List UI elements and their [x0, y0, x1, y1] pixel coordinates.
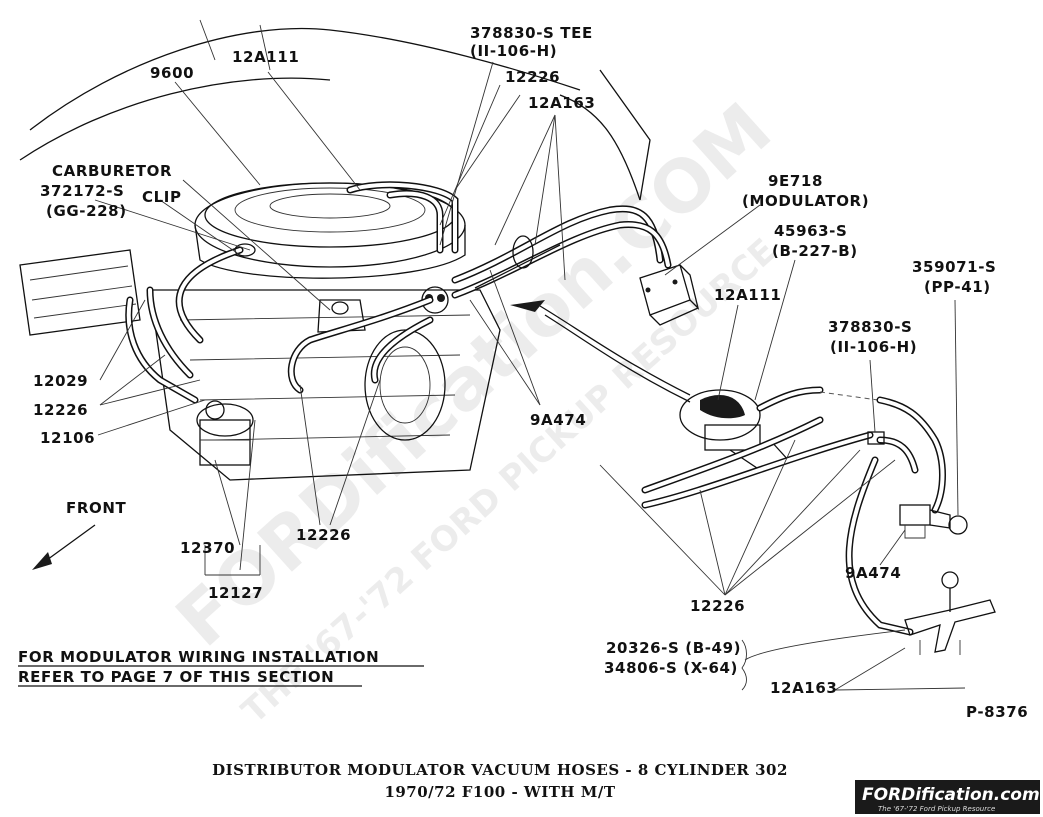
label-modulator-part: 9E718 — [768, 172, 823, 190]
label-hose-12a163-top: 12A163 — [528, 94, 595, 112]
label-hose-12226-left: 12226 — [33, 401, 88, 419]
label-clip-code: (GG-228) — [46, 202, 127, 220]
label-carburetor: CARBURETOR — [52, 162, 172, 180]
label-tee-right-code: (II-106-H) — [830, 338, 917, 356]
note-line-2: REFER TO PAGE 7 OF THIS SECTION — [18, 668, 334, 686]
label-screw-part-1: 20326-S (B-49) — [606, 639, 741, 657]
label-tee-right-part: 378830-S — [828, 318, 912, 336]
label-hose-12a111-top: 12A111 — [232, 48, 299, 66]
label-clip-part: 372172-S — [40, 182, 124, 200]
front-arrow — [32, 524, 96, 570]
detail-drawing — [641, 386, 996, 655]
label-hose-12226-bottom: 12226 — [296, 526, 351, 544]
label-valve-9a474-right: 9A474 — [845, 564, 901, 582]
note-line-1: FOR MODULATOR WIRING INSTALLATION — [18, 648, 379, 666]
label-valve-9a474-mid: 9A474 — [530, 411, 586, 429]
label-hose-12226-top: 12226 — [505, 68, 560, 86]
label-screw-part-2: 34806-S (X-64) — [604, 659, 738, 677]
watermark-main: FORDification.COM — [160, 86, 787, 662]
label-brace — [741, 639, 747, 691]
modulator-top — [639, 264, 700, 326]
label-hose-12029: 12029 — [33, 372, 88, 390]
label-switch-code: (PP-41) — [924, 278, 991, 296]
label-tee-part: 378830-S TEE — [470, 24, 593, 42]
label-part-9600: 9600 — [150, 64, 194, 82]
label-figure-number: P-8376 — [966, 703, 1028, 721]
logo-name: FORDification.com — [862, 785, 1040, 805]
label-hose-12226-right: 12226 — [690, 597, 745, 615]
logo-background — [855, 780, 1040, 814]
detail-arrow — [510, 300, 691, 403]
label-switch-part: 359071-S — [912, 258, 996, 276]
engine-drawing — [19, 19, 651, 481]
engine-hoses — [125, 181, 672, 404]
logo-tagline: The '67-'72 Ford Pickup Resource — [878, 805, 995, 813]
diagram-title: DISTRIBUTOR MODULATOR VACUUM HOSES - 8 C… — [212, 761, 788, 801]
title-line-2: 1970/72 F100 - WITH M/T — [384, 783, 615, 801]
label-hose-12a163-right: 12A163 — [770, 679, 837, 697]
part-labels: 378830-S TEE (II-106-H) 12226 12A163 12A… — [33, 24, 1028, 721]
label-hose-12106: 12106 — [40, 429, 95, 447]
label-part-12127: 12127 — [208, 584, 263, 602]
label-bolt-part: 45963-S — [774, 222, 847, 240]
label-tee-code: (II-106-H) — [470, 42, 557, 60]
label-bolt-code: (B-227-B) — [772, 242, 858, 260]
site-logo: FORDification.com The '67-'72 Ford Picku… — [855, 780, 1040, 814]
watermark: FORDification.COM THE '67-'72 FORD PICKU… — [160, 86, 787, 731]
label-clip-word: CLIP — [142, 188, 182, 206]
label-front: FRONT — [66, 499, 127, 517]
label-hose-12a111-right: 12A111 — [714, 286, 781, 304]
label-modulator-word: (MODULATOR) — [742, 192, 869, 210]
title-line-1: DISTRIBUTOR MODULATOR VACUUM HOSES - 8 C… — [212, 761, 788, 779]
wiring-note: FOR MODULATOR WIRING INSTALLATION REFER … — [18, 648, 424, 687]
label-part-12370: 12370 — [180, 539, 235, 557]
leader-lines — [94, 61, 966, 691]
